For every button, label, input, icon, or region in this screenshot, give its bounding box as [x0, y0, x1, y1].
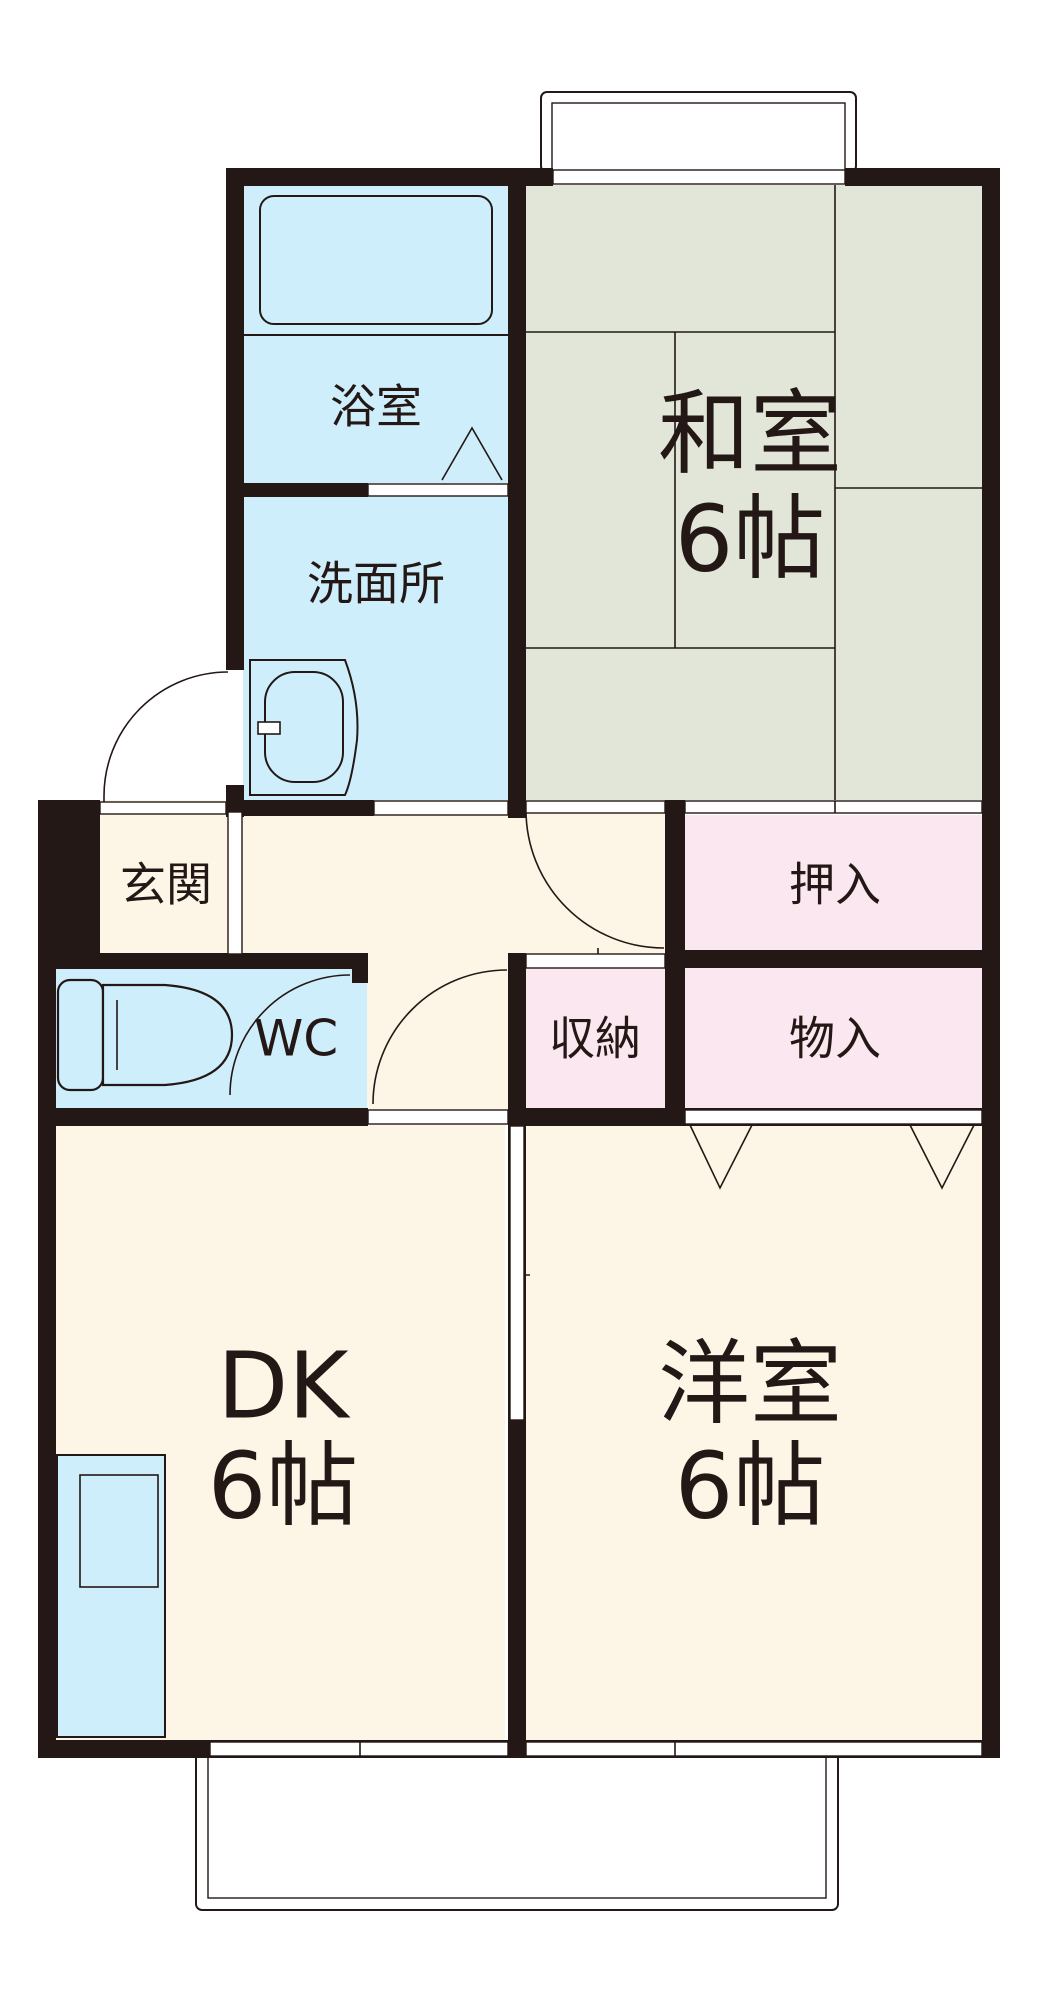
yoshitsu-label: 洋室 6帖	[658, 1330, 842, 1539]
tatami-lines	[525, 185, 982, 800]
wash-basin	[249, 659, 359, 796]
wc-label: WC	[254, 1010, 338, 1068]
washitsu-name: 和室	[658, 380, 842, 487]
monoire-label: 物入	[789, 1012, 881, 1066]
closet-floor	[525, 967, 665, 1110]
washitsu-label: 和室 6帖	[658, 380, 842, 592]
yoshitsu-size: 6帖	[675, 1432, 826, 1539]
monoire-floor	[685, 967, 982, 1110]
oshiire-floor	[685, 815, 982, 950]
bathtub	[259, 195, 493, 325]
top-balcony	[540, 91, 857, 173]
dk-name: DK	[217, 1332, 351, 1439]
window-mullions	[359, 801, 836, 1756]
bath-label: 浴室	[330, 380, 422, 434]
washroom-label: 洗面所	[307, 557, 445, 611]
entrance-label: 玄関	[120, 858, 212, 912]
dk-label: DK 6帖	[208, 1332, 359, 1539]
washitsu-floor	[525, 185, 982, 800]
toilet-fixture	[56, 978, 234, 1092]
bottom-balcony	[195, 1747, 839, 1911]
washitsu-size: 6帖	[675, 485, 826, 592]
openings	[99, 169, 983, 1757]
yoshitsu-floor	[525, 1125, 982, 1740]
oshiire-label: 押入	[789, 858, 881, 912]
yoshitsu-name: 洋室	[658, 1330, 842, 1437]
kitchen-counter	[56, 1454, 166, 1738]
dk-size: 6帖	[208, 1432, 359, 1539]
bath-door-mark	[441, 426, 503, 481]
closet-label: 収納	[549, 1012, 641, 1066]
